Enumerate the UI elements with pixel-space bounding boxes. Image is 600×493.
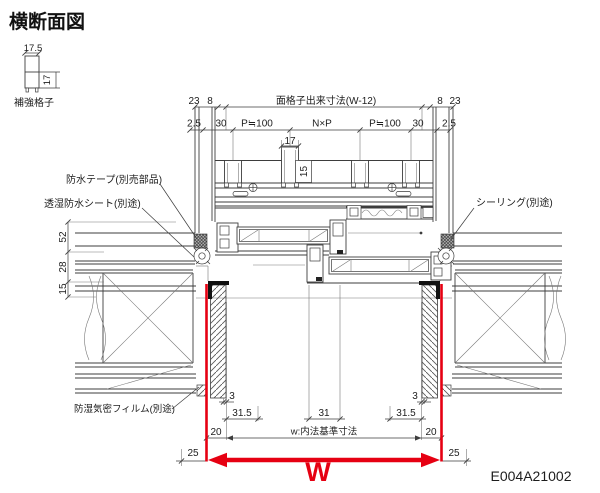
bottom-dim-31-center: 31 bbox=[318, 408, 330, 419]
bottom-dim-25-right: 25 bbox=[448, 448, 460, 459]
drawing-number: E004A21002 bbox=[491, 468, 572, 484]
grille-slot bbox=[232, 191, 249, 197]
grille-bar-height-dim: 15 bbox=[299, 166, 310, 178]
callout-labels: 防水テープ(別売部品) 透湿防水シート(別途) シーリング(別途) 防湿気密フィ… bbox=[44, 173, 553, 415]
callout-breathable-sheet: 透湿防水シート(別途) bbox=[44, 197, 141, 210]
w-inner-dim-label: w:内法基準寸法 bbox=[290, 426, 358, 438]
w-dimension-red: W bbox=[205, 284, 443, 487]
bottom-dim-20-left: 20 bbox=[210, 427, 222, 438]
callout-moisture-film: 防湿気密フィルム(別途) bbox=[74, 403, 175, 415]
frame-jamb-lines bbox=[194, 107, 454, 281]
pitch-dim-1: 30 bbox=[215, 119, 227, 130]
pitch-dim-5: 30 bbox=[412, 119, 424, 130]
right-wall-section bbox=[452, 232, 566, 394]
pitch-dim-4: P≒100 bbox=[369, 119, 401, 130]
grille-bar-width-dim: 17 bbox=[284, 136, 296, 147]
wall-layer-dimensions: 52 28 15 bbox=[58, 218, 176, 301]
bottom-dim-315-right: 31.5 bbox=[396, 408, 416, 419]
dim-8-left: 8 bbox=[207, 96, 213, 107]
grille-screw-icon bbox=[387, 183, 397, 192]
page-title: 横断面図 bbox=[9, 10, 85, 33]
grille-screw-icon bbox=[248, 183, 258, 192]
pitch-dim-3: N×P bbox=[312, 119, 332, 130]
left-wall-section bbox=[75, 232, 196, 394]
wall-dim-52: 52 bbox=[58, 231, 69, 243]
detail-label: 補強格子 bbox=[14, 96, 54, 109]
interior-trim-left bbox=[196, 281, 229, 399]
wall-dim-15: 15 bbox=[58, 283, 69, 295]
sealant-block-right bbox=[440, 233, 455, 249]
jamb-screw-icon bbox=[437, 247, 455, 265]
detail-width-dim: 17.5 bbox=[24, 43, 43, 54]
callout-sealing: シーリング(別途) bbox=[476, 196, 553, 209]
bottom-dimensions: 3 3 31.5 31 31.5 20 w:内法基準寸法 20 25 25 bbox=[176, 285, 471, 466]
security-grille-section: 17 15 bbox=[215, 130, 433, 207]
pitch-dim-2: P≒100 bbox=[241, 119, 273, 130]
overall-dim-label: 面格子出来寸法(W-12) bbox=[276, 94, 376, 107]
bottom-dim-315-left: 31.5 bbox=[232, 408, 252, 419]
outer-sash bbox=[216, 219, 347, 255]
sealant-block-left bbox=[193, 233, 208, 249]
head-track bbox=[346, 205, 434, 235]
bottom-dim-3-right: 3 bbox=[412, 391, 418, 402]
bottom-dim-25-left: 25 bbox=[187, 448, 199, 459]
top-dimension-lines: 23 8 面格子出来寸法(W-12) 8 23 2.5 30 P≒100 N×P… bbox=[186, 94, 461, 134]
dim-8-right: 8 bbox=[437, 96, 443, 107]
wall-dim-28: 28 bbox=[58, 261, 69, 273]
dim-23-left: 23 bbox=[188, 96, 200, 107]
bottom-dim-20-right: 20 bbox=[425, 427, 437, 438]
grille-bar bbox=[351, 160, 369, 188]
callout-waterproof-tape: 防水テープ(別売部品) bbox=[66, 173, 162, 186]
window-frame-section bbox=[193, 205, 455, 299]
jamb-screw-icon bbox=[193, 247, 211, 265]
grille-slot bbox=[395, 191, 412, 197]
detail-height-dim: 17 bbox=[42, 75, 53, 86]
w-dim-label: W bbox=[305, 457, 331, 487]
dim-23-right: 23 bbox=[449, 96, 461, 107]
inner-sash bbox=[253, 244, 452, 283]
grille-bar bbox=[402, 160, 420, 188]
interior-trim-right bbox=[419, 281, 452, 399]
grille-bar bbox=[224, 160, 242, 188]
pitch-dim-0: 2.5 bbox=[187, 119, 201, 130]
bottom-dim-3-left: 3 bbox=[229, 391, 235, 402]
reinforcement-grille-detail: 17.5 17 補強格子 bbox=[14, 43, 60, 109]
pitch-dim-6: 2.5 bbox=[442, 119, 456, 130]
